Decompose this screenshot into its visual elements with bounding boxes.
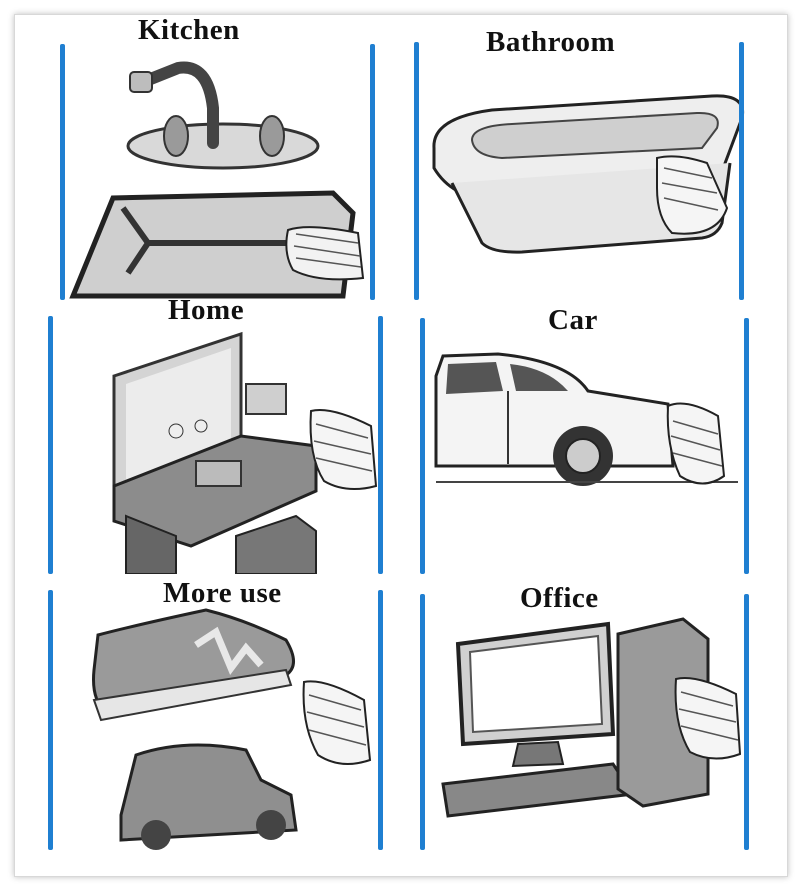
panel-border-left <box>48 590 53 850</box>
panel-car <box>418 316 756 574</box>
panel-border-right <box>739 42 744 300</box>
panel-border-left <box>48 316 53 574</box>
panel-label-bathroom: Bathroom <box>486 26 616 58</box>
panel-kitchen <box>58 38 378 300</box>
panel-bathroom <box>412 38 757 300</box>
panel-label-home: Home <box>168 294 245 326</box>
bathtub-illustration <box>432 94 745 254</box>
computer-illustration <box>441 617 742 818</box>
car-illustration <box>434 352 738 486</box>
panel-border-left <box>420 594 425 850</box>
panel-more-use <box>46 590 388 850</box>
desk-illustration <box>112 331 378 574</box>
panel-border-right <box>378 590 383 850</box>
panel-border-right <box>744 594 749 850</box>
panel-border-left <box>60 44 65 300</box>
panel-border-left <box>420 318 425 574</box>
panel-home <box>46 316 388 574</box>
panel-border-left <box>414 42 419 300</box>
panel-label-office: Office <box>520 582 599 614</box>
panel-border-right <box>370 44 375 300</box>
sink-illustration <box>69 61 365 299</box>
panel-border-right <box>744 318 749 574</box>
panel-office <box>418 594 756 850</box>
panel-border-right <box>378 316 383 574</box>
panel-label-more-use: More use <box>163 577 282 609</box>
panel-label-car: Car <box>548 304 598 336</box>
panel-label-kitchen: Kitchen <box>138 14 240 46</box>
shoe-and-toy-car-illustration <box>92 608 372 850</box>
